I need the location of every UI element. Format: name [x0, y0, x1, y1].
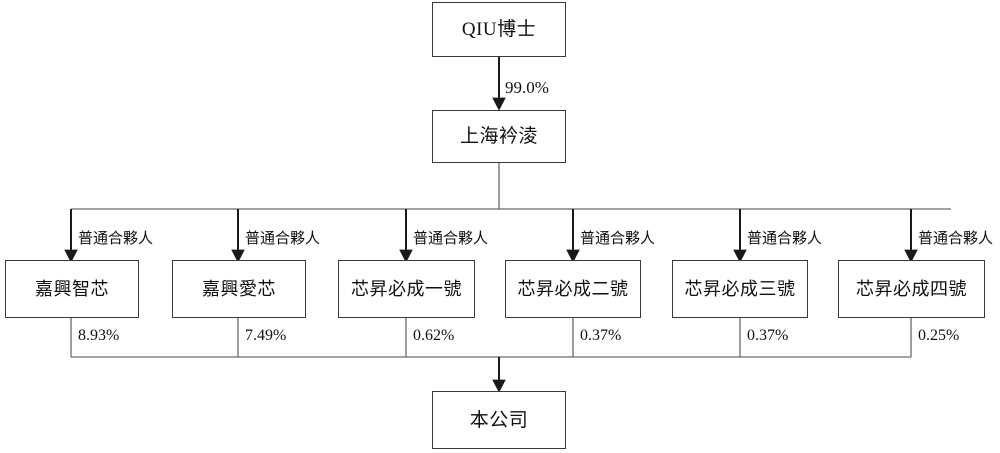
node-partner-3-label: 芯昇必成一號 — [351, 279, 462, 299]
node-partner-5-label: 芯昇必成三號 — [684, 279, 796, 299]
edge-role-partner-3: 普通合夥人 — [413, 231, 489, 247]
edge-role-partner-1: 普通合夥人 — [78, 231, 154, 247]
node-the-company-label: 本公司 — [469, 409, 529, 431]
node-shanghai-jinling-label: 上海衿淩 — [459, 126, 538, 147]
edge-role-partner-4: 普通合夥人 — [580, 231, 656, 247]
node-partner-5[interactable]: 芯昇必成三號 — [672, 260, 808, 318]
edge-percent-partner-6: 0.25% — [918, 327, 960, 344]
edge-role-partner-5: 普通合夥人 — [747, 231, 823, 247]
node-qiu-doctor-label: QIU博士 — [461, 19, 537, 40]
node-partner-6-label: 芯昇必成四號 — [856, 279, 967, 299]
edge-percent-partner-1: 8.93% — [78, 327, 120, 344]
node-qiu-doctor[interactable]: QIU博士 — [432, 2, 566, 57]
node-partner-3[interactable]: 芯昇必成一號 — [338, 260, 475, 318]
node-shanghai-jinling[interactable]: 上海衿淩 — [432, 110, 566, 163]
node-partner-6[interactable]: 芯昇必成四號 — [838, 260, 985, 318]
edge-percent-partner-3: 0.62% — [413, 327, 455, 344]
node-partner-2-label: 嘉興愛芯 — [202, 279, 276, 299]
node-partner-2[interactable]: 嘉興愛芯 — [172, 260, 306, 318]
node-partner-4-label: 芯昇必成二號 — [517, 279, 629, 299]
edge-role-partner-6: 普通合夥人 — [918, 231, 994, 247]
node-partner-4[interactable]: 芯昇必成二號 — [505, 260, 641, 318]
edge-percent-partner-2: 7.49% — [245, 327, 287, 344]
edge-percent-qiu-to-shanghai: 99.0% — [505, 78, 549, 97]
edge-percent-partner-4: 0.37% — [580, 327, 622, 344]
node-partner-1[interactable]: 嘉興智芯 — [5, 260, 139, 318]
edge-percent-partner-5: 0.37% — [747, 327, 789, 344]
edge-role-partner-2: 普通合夥人 — [245, 231, 321, 247]
node-partner-1-label: 嘉興智芯 — [35, 279, 109, 299]
node-the-company[interactable]: 本公司 — [432, 391, 566, 449]
